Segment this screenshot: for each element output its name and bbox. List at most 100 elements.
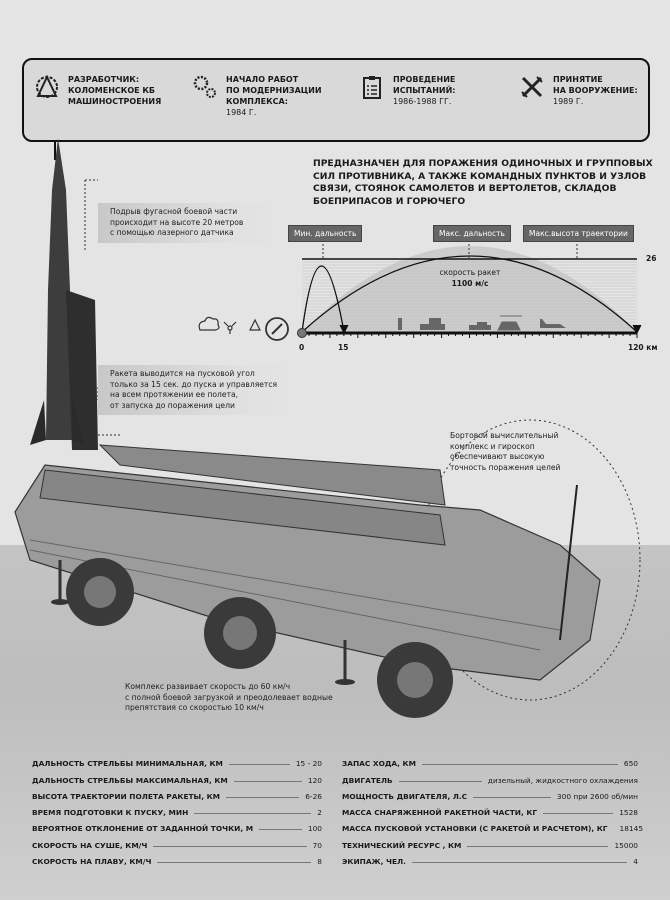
label-max-range: Макс. дальность	[433, 225, 511, 242]
spec-name: МАССА ПУСКОВОЙ УСТАНОВКИ (С РАКЕТОЙ И РА…	[342, 824, 608, 834]
aircraft-icon	[540, 319, 566, 328]
callout-line: с помощью лазерного датчика	[110, 228, 234, 237]
header-item-line: КОЛОМЕНСКОЕ КБ	[68, 86, 156, 95]
tick-min: 15	[338, 343, 349, 352]
spec-name: ЭКИПАЖ, ЧЕЛ.	[342, 857, 406, 867]
spec-leader-line	[157, 862, 312, 864]
max-range-trajectory	[301, 255, 638, 333]
weapon-type-icons	[198, 316, 289, 341]
spec-value: 2	[317, 808, 322, 818]
crossed-swords-icon	[521, 76, 543, 98]
spec-leader-line	[421, 764, 618, 766]
spec-name: ТЕХНИЧЕСКИЙ РЕСУРС , КМ	[342, 840, 462, 850]
spec-leader-line	[153, 845, 307, 847]
callout-line: от запуска до поражения цели	[110, 400, 235, 410]
header-item-title: ПРОВЕДЕНИЕ	[393, 75, 456, 84]
header-item-title: ПРИНЯТИЕ	[553, 75, 603, 84]
spec-leader-line	[225, 796, 300, 798]
trajectory-chart	[198, 244, 642, 341]
chemical-icon	[249, 318, 261, 331]
spec-value: 120	[307, 775, 322, 785]
target-icons	[398, 315, 566, 331]
spec-row: ДВИГАТЕЛЬ дизельный, жидкостного охлажден…	[342, 768, 638, 785]
spec-name: ДАЛЬНОСТЬ СТРЕЛЬБЫ МИНИМАЛЬНАЯ, КМ	[32, 759, 223, 769]
min-range-trajectory	[301, 265, 345, 333]
spec-leader-line	[473, 796, 551, 798]
missile-illustration	[30, 138, 98, 450]
gears-icon	[193, 75, 216, 98]
callout-line: Бортовой вычислительный	[450, 431, 559, 440]
spec-name: ДВИГАТЕЛЬ	[342, 775, 393, 785]
spec-value: 70	[312, 840, 322, 850]
spec-leader-line	[398, 780, 482, 782]
header-item-adoption: ПРИНЯТИЕ НА ВООРУЖЕНИЕ: 1989 Г.	[519, 74, 638, 107]
soldier-icon	[398, 318, 402, 330]
tank-icon	[469, 322, 491, 330]
spec-row: ЭКИПАЖ, ЧЕЛ. 4	[342, 850, 638, 866]
spec-value: 15000	[614, 840, 638, 850]
header-item-line: ИСПЫТАНИЙ:	[393, 86, 456, 95]
callout-line: препятствия со скоростью 10 км/ч	[125, 703, 264, 712]
spec-value: 100	[307, 824, 322, 834]
spec-value: 8	[317, 857, 322, 867]
spec-value: 4	[633, 857, 638, 867]
spec-value: 6-26	[305, 791, 322, 801]
radiation-icon	[227, 325, 233, 331]
label-min-range: Мин. дальность	[288, 225, 363, 242]
command-post-icon	[420, 318, 445, 330]
callout-line: точность поражения целей	[450, 462, 561, 472]
callout-line: с полной боевой загрузкой и преодолевает…	[125, 692, 333, 702]
tick-max: 120 км	[628, 343, 658, 352]
spec-leader-line	[467, 845, 609, 847]
callout-line: обеспечивают высокую	[450, 452, 545, 461]
spec-name: ЗАПАС ХОДА, КМ	[342, 759, 416, 769]
cloud-explosion-icon	[198, 316, 220, 331]
spec-name: МОЩНОСТЬ ДВИГАТЕЛЯ, Л.С	[342, 791, 468, 801]
spec-leader-line	[194, 813, 312, 815]
header-item-value: 1989 Г.	[553, 97, 584, 106]
callout-line: Комплекс развивает скорость до 60 км/ч	[125, 682, 291, 691]
spec-row: ТЕХНИЧЕСКИЙ РЕСУРС , КМ 15000	[342, 833, 638, 850]
spec-row: СКОРОСТЬ НА СУШЕ, КМ/Ч 70	[32, 833, 322, 850]
callout-line: только за 15 сек. до пуска и управляется	[110, 379, 278, 389]
spec-leader-line	[259, 829, 302, 831]
header-item-tests: ПРОВЕДЕНИЕ ИСПЫТАНИЙ: 1986-1988 ГГ.	[359, 74, 455, 107]
launcher-vehicle-illustration	[14, 444, 601, 718]
spec-leader-line	[411, 862, 628, 864]
helicopter-icon	[497, 315, 522, 331]
designer-emblem-icon	[36, 74, 58, 98]
spec-row: МАССА ПУСКОВОЙ УСТАНОВКИ (С РАКЕТОЙ И РА…	[342, 817, 643, 834]
callout-line: на всем протяжении ее полета,	[110, 390, 239, 399]
spec-leader-line	[543, 813, 614, 815]
headline: Предназначен для поражения одиночных и г…	[313, 158, 653, 207]
header-item-line: НА ВООРУЖЕНИЕ:	[553, 86, 638, 95]
header-item-value: 1986-1988 ГГ.	[393, 97, 452, 106]
clipboard-icon	[363, 76, 381, 99]
launch-point	[297, 328, 307, 338]
spec-leader-line	[233, 780, 302, 782]
spec-value: дизельный, жидкостного охлаждения	[487, 775, 638, 785]
spec-row: ДАЛЬНОСТЬ СТРЕЛЬБЫ МИНИМАЛЬНАЯ, КМ 15 - 2…	[32, 752, 322, 768]
header-item-title: РАЗРАБОТЧИК:	[68, 75, 140, 84]
label-max-height: Макс.высота траектории	[523, 225, 634, 242]
header-item-line: ПО МОДЕРНИЗАЦИИ	[226, 86, 322, 95]
spec-value: 1528	[619, 808, 638, 818]
missile-speed: скорость ракет 1100 м/с	[420, 267, 520, 289]
spec-name: СКОРОСТЬ НА СУШЕ, КМ/Ч	[32, 840, 148, 850]
callout-line: Ракета выводится на пусковой угол	[110, 369, 255, 378]
spec-value: 15 - 20	[295, 759, 322, 769]
spec-leader-line	[228, 764, 290, 766]
